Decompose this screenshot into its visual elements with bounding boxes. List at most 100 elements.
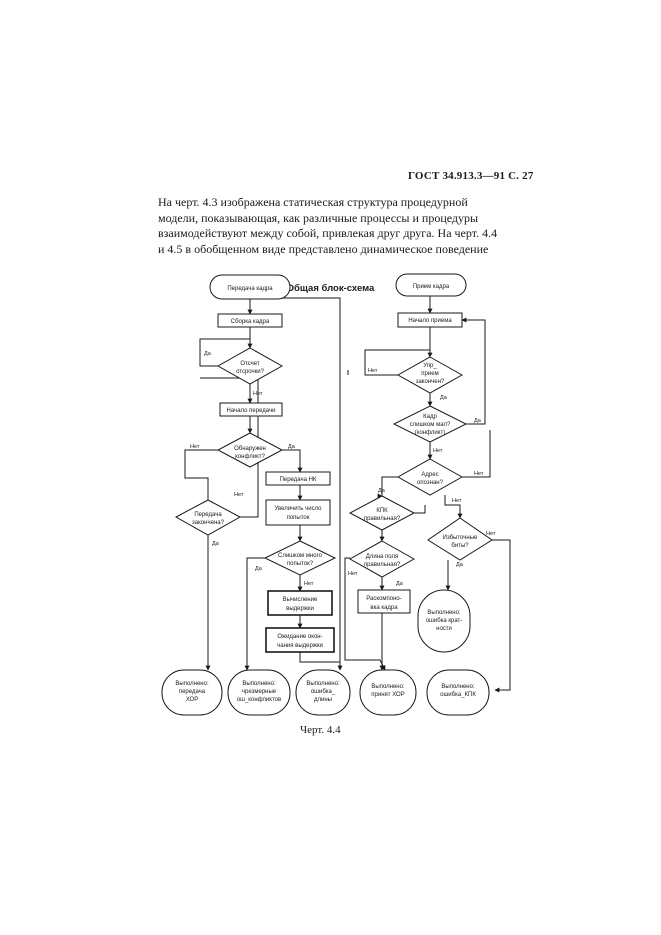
body-paragraph: На черт. 4.3 изображена статическая стру… — [158, 195, 528, 257]
node-label: Выполнено: — [175, 681, 209, 687]
branch-label-no: Нет — [474, 471, 484, 477]
branch-label-yes: Да — [396, 581, 404, 587]
branch-label-no: Нет — [234, 492, 244, 498]
node-label: передача — [179, 689, 206, 695]
node-label: выдержки — [286, 606, 314, 612]
node-label: Выполнено: — [427, 610, 461, 616]
node-start-tx: Начало передачи — [219, 402, 283, 417]
node-label: ности — [436, 626, 452, 632]
node-label: закончен? — [416, 379, 445, 385]
node-label: Выполнено: — [306, 681, 340, 687]
node-label: (конфликт) — [415, 430, 445, 436]
branch-label-yes: Да — [456, 562, 464, 568]
decision-rx-done: Упр_ прием закончен? — [396, 356, 464, 394]
node-label: биты? — [451, 543, 469, 549]
branch-label-no: Нет — [348, 571, 358, 577]
node-right-start: Прием кадра — [395, 273, 467, 297]
decision-frame-short: Кадр слишком мал? (конфликт) — [392, 405, 468, 443]
terminal-tx-ok: Выполнено: передача ХОР — [161, 669, 223, 716]
branch-label-no: Нет — [486, 531, 496, 537]
node-label: Передача кадра — [227, 286, 273, 292]
node-label: ХОР — [186, 697, 198, 703]
node-label: Выполнено: — [371, 684, 405, 690]
node-label: ошибка_ — [311, 689, 336, 695]
decision-extra-bits: Избыточные биты? — [427, 517, 493, 561]
node-label: Сборка кадра — [231, 319, 270, 325]
node-label: закончена? — [192, 520, 225, 526]
terminal-excess-collisions: Выполнено: чрезмерные ош_конфликтов — [227, 669, 291, 716]
node-label: Выполнено: — [441, 684, 475, 690]
decision-collision: Обнаружен конфликт? — [216, 432, 284, 468]
branch-label-no: Нет — [190, 444, 200, 450]
node-label: опознан? — [417, 480, 444, 486]
node-label: попыток — [287, 515, 310, 521]
node-label: Начало приема — [408, 318, 452, 324]
node-label: Слишком много — [278, 553, 323, 559]
node-label: Адрес — [421, 472, 438, 478]
branch-label-yes: Да — [474, 418, 482, 424]
node-label: Передача НК — [280, 477, 317, 483]
node-label: Раскомпоно- — [366, 596, 402, 602]
node-label: отсрочки? — [236, 369, 265, 375]
node-label: чания выдержки — [277, 643, 323, 649]
figure-caption: Черт. 4.4 — [300, 724, 341, 736]
node-label: Прием кадра — [413, 284, 450, 290]
paragraph-line: модели, показывающая, как различные проц… — [158, 210, 479, 225]
node-label: вка кадра — [370, 605, 398, 611]
terminal-align-error: Выполнено: ошибка крат- ности — [417, 589, 471, 653]
node-label: прием — [421, 371, 438, 377]
node-label: Ожидание окон- — [277, 634, 322, 640]
node-label: ош_конфликтов — [237, 697, 281, 703]
node-label: принят ХОР — [371, 692, 404, 698]
node-jam: Передача НК — [265, 471, 331, 486]
branch-label-yes: Да — [440, 395, 448, 401]
node-label: ошибка_КПК — [440, 692, 476, 698]
branch-label-yes: Да — [255, 566, 263, 572]
node-calc-backoff: Вычисление выдержки — [267, 590, 333, 616]
node-label: слишком мал? — [410, 422, 451, 428]
branch-label-no: Нет — [253, 391, 263, 397]
node-inc-attempts: Увеличить число попыток — [265, 499, 331, 526]
node-assemble: Сборка кадра — [217, 313, 283, 328]
decision-too-many: Слишком много попыток? — [263, 540, 337, 576]
node-label: конфликт? — [235, 454, 265, 460]
node-label: длины — [314, 697, 332, 703]
node-label: Вычисление — [283, 597, 318, 603]
node-label: Обнаружен — [234, 446, 266, 452]
node-label: Отсчет — [240, 361, 260, 367]
node-label: Начало передачи — [227, 408, 276, 414]
node-disassemble: Раскомпоно- вка кадра — [357, 589, 411, 614]
decision-length: Длина поля правильная? — [348, 540, 416, 578]
branch-label-yes: Да — [288, 444, 296, 450]
node-label: Увеличить число — [275, 506, 323, 512]
node-label: Упр_ — [423, 363, 437, 369]
paragraph-line: На черт. 4.3 изображена статическая стру… — [158, 195, 468, 209]
node-wait-backoff: Ожидание окон- чания выдержки — [265, 627, 335, 653]
paragraph-line: и 4.5 в обобщенном виде представлено дин… — [158, 241, 489, 256]
node-label: попыток? — [287, 561, 314, 567]
node-label: Избыточные — [443, 535, 478, 541]
terminal-length-error: Выполнено: ошибка_ длины — [295, 669, 351, 716]
node-label: Длина поля — [366, 554, 398, 560]
page-header: ГОСТ 34.913.3—91 С. 27 — [408, 170, 534, 182]
branch-label-yes: Да — [204, 351, 212, 357]
node-label: Выполнено: — [242, 681, 276, 687]
branch-label-no: Нет — [304, 581, 314, 587]
node-label: КПК — [376, 508, 388, 514]
node-label: правильная? — [364, 516, 401, 522]
decision-tx-done: Передача закончена? — [174, 499, 242, 536]
branch-label-yes: Да — [212, 541, 220, 547]
decision-defer: Отсчет отсрочки? — [216, 347, 284, 385]
decision-crc: КПК правильная? — [348, 495, 416, 531]
node-label: Кадр — [423, 414, 437, 420]
node-label: чрезмерные — [242, 689, 277, 695]
node-label: Передача — [194, 512, 222, 518]
branch-label-yes: Да — [378, 488, 386, 494]
node-rx-start: Начало приема — [397, 312, 463, 328]
branch-label-no: Нет — [368, 368, 378, 374]
branch-label-no: Нет — [433, 448, 443, 454]
node-left-start: Передача кадра — [209, 274, 291, 300]
scheme-title: Общая блок-схема — [286, 283, 375, 294]
decision-address: Адрес опознан? — [396, 458, 464, 496]
